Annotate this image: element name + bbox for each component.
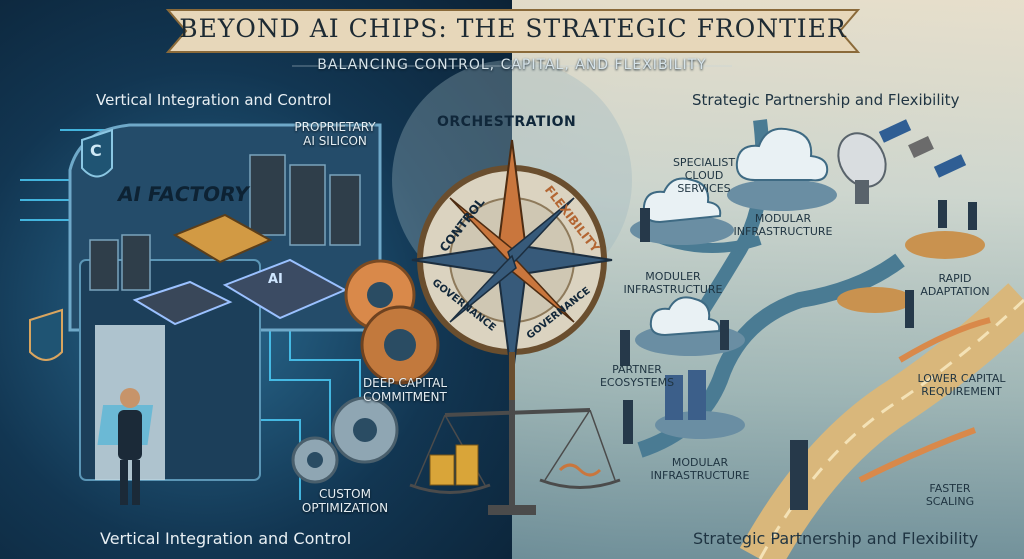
page-title: BEYOND AI CHIPS: THE STRATEGIC FRONTIER (179, 14, 847, 43)
ai-chips (132, 213, 348, 326)
cloud-icons (642, 127, 829, 337)
gear-icons-left (291, 259, 440, 484)
page-subtitle: BALANCING CONTROL, CAPITAL, AND FLEXIBIL… (317, 57, 707, 73)
title-banner (165, 9, 861, 53)
road-path (739, 283, 1024, 559)
section-heading-bottom-left: Vertical Integration and Control (100, 529, 352, 548)
growth-arrows (858, 317, 991, 483)
server-racks (89, 154, 361, 291)
chip-label: AI (268, 272, 283, 287)
people-figures (620, 200, 977, 510)
section-heading-top-right: Strategic Partnership and Flexibility (692, 91, 960, 109)
satellite-dish-icon (837, 132, 887, 204)
section-heading-bottom-right: Strategic Partnership and Flexibility (693, 529, 979, 548)
engineer-figure (97, 388, 154, 505)
section-heading-top-left: Vertical Integration and Control (96, 91, 332, 109)
shield-letter: C (90, 141, 102, 160)
shield-icon-lower (29, 308, 63, 361)
satellite-icon (878, 119, 967, 178)
balance-scale (409, 400, 621, 515)
ai-factory-sign: AI FACTORY (115, 182, 251, 206)
label-orchestration: ORCHESTRATION (437, 114, 577, 130)
compass-wheel (411, 139, 613, 405)
shield-icon (81, 128, 113, 178)
